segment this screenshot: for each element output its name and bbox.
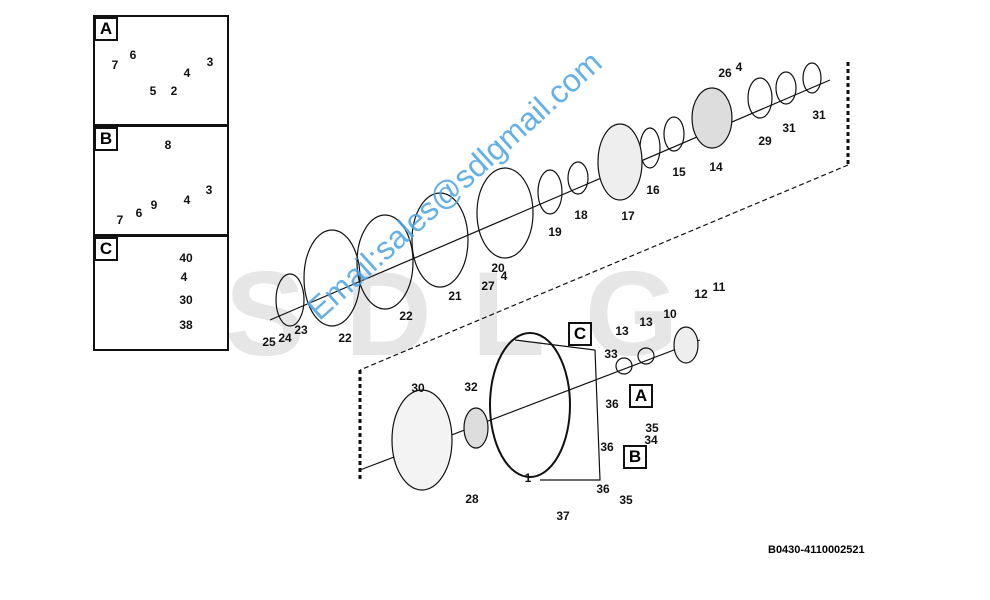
callout: 28 (465, 492, 479, 506)
inset-a-label: 3 (206, 55, 214, 69)
inset-c-label: 40 (179, 251, 193, 265)
inset-title-c: C (94, 237, 118, 261)
bearing-18 (567, 161, 589, 195)
callout: 32 (464, 380, 478, 394)
callout: 15 (672, 165, 686, 179)
callout: 1 (524, 471, 532, 485)
callout: 35 (619, 493, 633, 507)
callout: 19 (548, 225, 562, 239)
flange-10 (673, 326, 699, 364)
callout: 13 (639, 315, 653, 329)
part-29 (747, 77, 773, 119)
callout: 37 (556, 509, 570, 523)
inset-a-label: 7 (111, 58, 119, 72)
inset-b-label: 6 (135, 206, 143, 220)
gear-14 (691, 87, 733, 149)
oring-16 (639, 127, 661, 169)
housing-1 (489, 332, 571, 478)
part-30 (391, 389, 453, 491)
callout: 31 (782, 121, 796, 135)
callout: 36 (605, 397, 619, 411)
oring-19 (537, 169, 563, 215)
inset-title-b: B (94, 127, 118, 151)
seal-31b (775, 71, 797, 105)
axis-line-upper (269, 79, 831, 321)
callout-box-a: A (629, 384, 653, 408)
callout: 36 (596, 482, 610, 496)
callout: 22 (399, 309, 413, 323)
oring-13a (615, 357, 633, 375)
callout: 23 (294, 323, 308, 337)
plate-23 (275, 273, 305, 327)
inset-b-label: 9 (150, 198, 158, 212)
dashed-border-diagonal (359, 164, 849, 371)
inset-a-label: 4 (183, 66, 191, 80)
seal-31 (802, 62, 822, 94)
inset-c-label: 4 (180, 270, 188, 284)
callout: 17 (621, 209, 635, 223)
inset-b-label: 8 (164, 138, 172, 152)
callout: 22 (338, 331, 352, 345)
housing-body (514, 339, 601, 481)
callout: 36 (600, 440, 614, 454)
callout-box-c: C (568, 322, 592, 346)
callout: 34 (644, 433, 658, 447)
oring-13b (637, 347, 655, 365)
callout: 18 (574, 208, 588, 222)
callout: 26 (718, 66, 732, 80)
drawing-code: B0430-4110002521 (768, 544, 865, 556)
inset-b-label: 3 (205, 183, 213, 197)
disc-22a (356, 214, 414, 310)
inset-a-label: 5 (149, 84, 157, 98)
callout: 13 (615, 324, 629, 338)
inset-title-a: A (94, 17, 118, 41)
inset-a-label: 6 (129, 48, 137, 62)
disc-21 (411, 192, 469, 288)
callout: 10 (663, 307, 677, 321)
callout: 29 (758, 134, 772, 148)
callout: 16 (646, 183, 660, 197)
inset-b-label: 7 (116, 213, 124, 227)
inset-a-label: 2 (170, 84, 178, 98)
callout: 12 (694, 287, 708, 301)
inset-c-label: 38 (179, 318, 193, 332)
ring-15 (663, 116, 685, 152)
flexplate-20 (476, 167, 534, 259)
callout: 30 (411, 381, 425, 395)
callout: 25 (262, 335, 276, 349)
inset-c-label: 30 (179, 293, 193, 307)
disc-22b (303, 229, 361, 327)
callout-box-b: B (623, 445, 647, 469)
callout: 24 (278, 331, 292, 345)
callout: 20 (491, 261, 505, 275)
callout: 4 (735, 60, 743, 74)
callout: 35 (645, 421, 659, 435)
inset-b-label: 4 (183, 193, 191, 207)
gear-32 (463, 407, 489, 449)
callout: 14 (709, 160, 723, 174)
callout: 4 (500, 269, 508, 283)
callout: 33 (604, 347, 618, 361)
callout: 11 (712, 280, 726, 294)
converter-17 (597, 123, 643, 201)
callout: 27 (481, 279, 495, 293)
callout: 21 (448, 289, 462, 303)
callout: 31 (812, 108, 826, 122)
sdlg-watermark: SDLG (225, 247, 719, 381)
